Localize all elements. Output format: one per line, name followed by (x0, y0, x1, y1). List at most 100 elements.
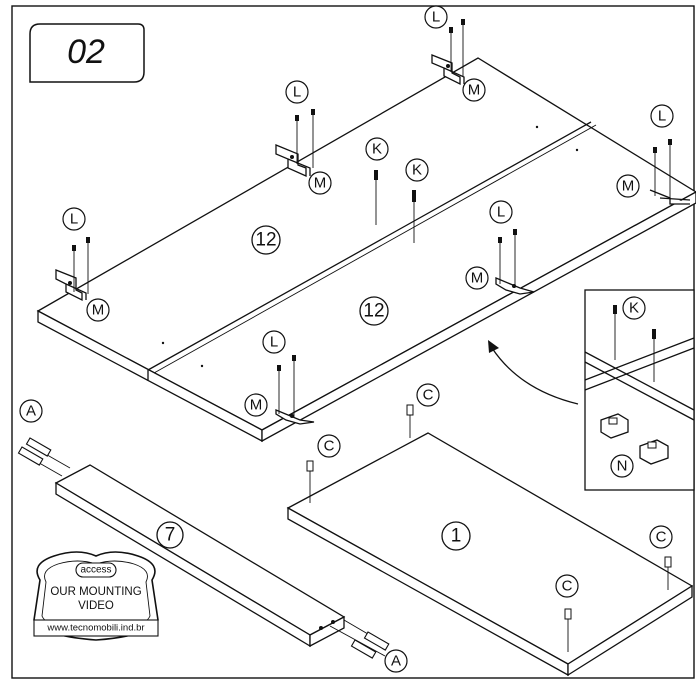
part-12-labels-circle (251, 225, 281, 255)
shelf-7: 7 (54, 464, 346, 648)
hinge-bracket-3-circle (446, 64, 450, 68)
callout-M-group-circle (462, 78, 486, 102)
detail-inset-path (639, 439, 669, 465)
callout-L-group: L L L L L L (62, 5, 674, 354)
cams-C-circle (317, 434, 341, 458)
callout-c-label: C (423, 387, 434, 404)
screw-set-L-rect (86, 237, 90, 243)
callout-l-label: L (270, 334, 278, 351)
panel-1-circle (441, 521, 471, 551)
screw-set-L-rect (668, 139, 672, 145)
panel-assembly-12-line (153, 124, 597, 374)
shelf-7-circle (156, 521, 184, 549)
callout-L-group-circle (424, 5, 448, 29)
panel-assembly-12 (36, 57, 696, 443)
detail-inset-line (584, 337, 695, 381)
cams-C: C C C C (306, 383, 673, 652)
dowels-A-rect (25, 437, 52, 457)
callout-c-label: C (656, 529, 667, 546)
callout-m-label: M (468, 82, 481, 99)
mounting-video-badge-rect (33, 619, 159, 637)
screw-set-L-rect (653, 147, 657, 153)
shelf-7-circle (319, 626, 323, 630)
callout-L-group-circle (262, 330, 286, 354)
callout-c-label: C (562, 578, 573, 595)
screw-set-L-rect (311, 109, 315, 115)
callout-K-group-circle (405, 158, 429, 182)
callout-M-group: M M M M M M (86, 78, 640, 417)
callout-l-label: L (658, 108, 666, 125)
callout-m-label: M (92, 302, 105, 319)
cams-C-rect (564, 608, 572, 620)
cams-C-circle (416, 383, 440, 407)
detail-inset-rect (652, 329, 656, 339)
callout-a-label: A (391, 653, 401, 670)
detail-inset-circle (610, 454, 634, 478)
detail-inset-rect (613, 305, 617, 314)
callout-l-label: L (293, 84, 301, 101)
part-12-labels-circle (359, 296, 389, 326)
badge-access: access (80, 565, 111, 576)
hinge-bracket-2 (275, 144, 311, 178)
callout-k-label: K (629, 300, 639, 317)
callout-l-label: L (497, 204, 505, 221)
screw-set-L (72, 19, 672, 418)
callout-K-group: K K (365, 137, 429, 182)
callout-n-label: N (617, 458, 628, 475)
callout-L-group-circle (62, 207, 86, 231)
screw-set-L-rect (295, 115, 299, 121)
mounting-video-badge-path (33, 551, 159, 641)
panel-assembly-12-polygon (261, 191, 696, 443)
detail-arrow (488, 340, 579, 405)
hinge-bracket-1-path (65, 283, 87, 300)
badge-url[interactable]: www.tecnomobili.ind.br (46, 623, 144, 634)
screw-set-L-rect (461, 19, 465, 25)
callout-l-label: L (70, 211, 78, 228)
detail-inset-rect (608, 417, 618, 425)
mounting-video-badge-rect (75, 562, 117, 578)
panel-assembly-12-circle (161, 341, 165, 345)
callout-m-label: M (314, 175, 327, 192)
callout-L-group-circle (489, 200, 513, 224)
step-badge: 02 (29, 23, 145, 83)
callout-p12-label: 12 (363, 301, 384, 322)
shelf-7-circle (331, 620, 335, 624)
screw-set-L-rect (292, 355, 296, 361)
callout-a-label: A (26, 403, 36, 420)
callout-m-label: M (250, 397, 263, 414)
panel-1-polygon (567, 584, 693, 677)
dowels-A-rect (17, 446, 44, 466)
dowels-A: A A (17, 399, 408, 673)
screw-set-L-rect (513, 229, 517, 235)
cams-C-circle (555, 574, 579, 598)
hinge-bracket-1-circle (68, 281, 72, 285)
detail-inset-line (584, 351, 695, 411)
hinge-bracket-2-path (287, 158, 311, 176)
panel-assembly-12-circle (575, 148, 579, 152)
callout-k-label: K (372, 141, 382, 158)
detail-inset-line (584, 361, 695, 421)
panel-assembly-12-line (147, 121, 592, 371)
callout-M-group-circle (86, 298, 110, 322)
callout-l-label: L (432, 9, 440, 26)
dowels-A-rect (363, 631, 390, 651)
callout-p12-label: 12 (255, 230, 276, 251)
mounting-video-badge[interactable]: access OUR MOUNTING VIDEO www.tecnomobil… (33, 551, 159, 641)
cams-C-rect (406, 404, 414, 416)
detail-inset-circle (622, 296, 646, 320)
panel-1: 1 (286, 432, 694, 677)
hinge-bracket-6 (275, 409, 315, 425)
screw-set-L-rect (449, 27, 453, 33)
dowels-A-rect (350, 639, 377, 659)
callout-M-group-circle (244, 393, 268, 417)
detail-inset-rect (647, 441, 657, 449)
dowels-A-circle (19, 399, 43, 423)
callout-p1-label: 1 (451, 526, 462, 547)
callout-c-label: C (324, 438, 335, 455)
screw-set-L-rect (277, 365, 281, 371)
detail-inset-path (600, 413, 629, 439)
callout-p7-label: 7 (165, 525, 176, 546)
callout-L-group-circle (285, 80, 309, 104)
panel-assembly-12-circle (200, 364, 204, 368)
detail-arrow-polygon (488, 340, 499, 353)
